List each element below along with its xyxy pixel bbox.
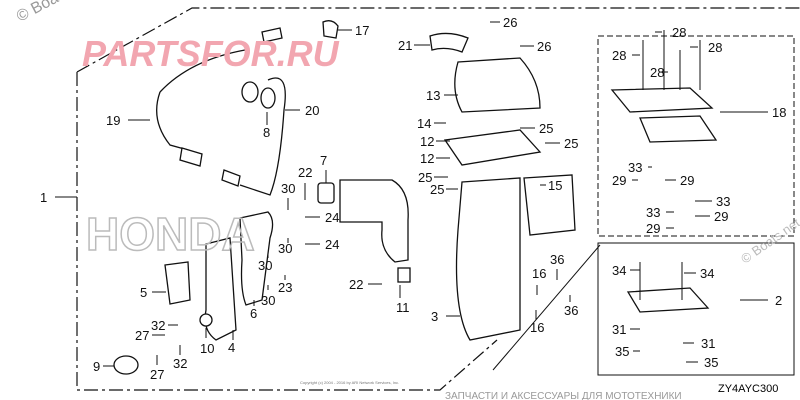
callout-30[interactable]: 30	[278, 241, 292, 256]
callout-19[interactable]: 19	[106, 113, 120, 128]
callout-16[interactable]: 16	[532, 266, 546, 281]
callout-30[interactable]: 30	[261, 293, 275, 308]
callout-25[interactable]: 25	[430, 182, 444, 197]
callout-18[interactable]: 18	[772, 105, 786, 120]
part-11-clip	[397, 267, 411, 283]
callout-7[interactable]: 7	[320, 153, 327, 168]
part-3-housing	[455, 177, 521, 341]
callout-22[interactable]: 22	[349, 277, 363, 292]
callout-24[interactable]: 24	[325, 210, 339, 225]
callout-30[interactable]: 30	[258, 258, 272, 273]
callout-33[interactable]: 33	[646, 205, 660, 220]
callout-9[interactable]: 9	[93, 359, 100, 374]
assembly-boundary	[76, 7, 800, 391]
callout-29[interactable]: 29	[680, 173, 694, 188]
callout-11[interactable]: 11	[396, 300, 410, 315]
callout-35[interactable]: 35	[704, 355, 718, 370]
callout-34[interactable]: 34	[700, 266, 714, 281]
callout-29[interactable]: 29	[612, 173, 626, 188]
watermark-honda: HONDA	[86, 208, 255, 260]
part-8-grommet-b	[260, 87, 276, 109]
leader-boundary	[492, 244, 601, 371]
callout-25[interactable]: 25	[418, 170, 432, 185]
part-15-plate	[523, 174, 576, 236]
part-11-insulator	[339, 179, 409, 263]
callout-4[interactable]: 4	[228, 340, 235, 355]
callout-28[interactable]: 28	[672, 25, 686, 40]
callout-26[interactable]: 26	[537, 39, 551, 54]
callout-12[interactable]: 12	[420, 151, 434, 166]
callout-36[interactable]: 36	[550, 252, 564, 267]
part-6-lever	[239, 211, 274, 306]
part-19-connector	[179, 147, 203, 167]
callout-20[interactable]: 20	[305, 103, 319, 118]
part-13-cover	[454, 57, 541, 113]
callout-13[interactable]: 13	[426, 88, 440, 103]
watermark-ru-site: PARTSFOR.RU	[82, 33, 340, 74]
callout-5[interactable]: 5	[140, 285, 147, 300]
part-18-gasket	[610, 87, 714, 113]
callout-22[interactable]: 22	[298, 165, 312, 180]
callout-30[interactable]: 30	[281, 181, 295, 196]
callout-15[interactable]: 15	[548, 178, 562, 193]
part-5-bracket	[164, 261, 191, 305]
copyright-note: Copyright (c) 2004 - 2016 by ARI Network…	[300, 380, 399, 385]
callout-31[interactable]: 31	[612, 322, 626, 337]
part-21-plate	[429, 32, 469, 53]
mount-group-box	[597, 242, 795, 376]
callout-17[interactable]: 17	[355, 23, 369, 38]
callout-26[interactable]: 26	[503, 15, 517, 30]
callout-36[interactable]: 36	[564, 303, 578, 318]
part-10-washer	[199, 313, 213, 327]
callout-21[interactable]: 21	[398, 38, 412, 53]
callout-27[interactable]: 27	[135, 328, 149, 343]
callout-35[interactable]: 35	[615, 344, 629, 359]
callout-14[interactable]: 14	[417, 116, 431, 131]
part-9-cap	[113, 355, 139, 375]
diagram-code: ZY4AYC300	[718, 383, 778, 395]
callout-16[interactable]: 16	[530, 320, 544, 335]
part-20-harness	[239, 77, 286, 196]
watermark-boats-top: © Boats.net	[14, 0, 96, 26]
part-8-grommet-a	[241, 81, 259, 103]
callout-24[interactable]: 24	[325, 237, 339, 252]
part-17-clip	[322, 20, 339, 39]
part-20-connector	[221, 169, 241, 187]
bolts	[639, 30, 701, 300]
part-19-harness	[156, 27, 283, 151]
callout-29[interactable]: 29	[714, 209, 728, 224]
callout-1[interactable]: 1	[40, 190, 47, 205]
watermark-boats-side: © Boats.net	[738, 215, 800, 267]
callout-33[interactable]: 33	[716, 194, 730, 209]
callout-25[interactable]: 25	[539, 121, 553, 136]
callout-32[interactable]: 32	[151, 318, 165, 333]
part-12-gasket	[443, 129, 542, 166]
callout-10[interactable]: 10	[200, 341, 214, 356]
part-2-mount	[626, 287, 710, 313]
callout-3[interactable]: 3	[431, 309, 438, 324]
watermark-ru-text: ЗАПЧАСТИ И АКСЕССУАРЫ ДЛЯ МОТОТЕХНИКИ	[445, 391, 682, 400]
callout-6[interactable]: 6	[250, 306, 257, 321]
callout-23[interactable]: 23	[278, 280, 292, 295]
callout-33[interactable]: 33	[628, 160, 642, 175]
callout-2[interactable]: 2	[775, 293, 782, 308]
callout-12[interactable]: 12	[420, 134, 434, 149]
callout-28[interactable]: 28	[612, 48, 626, 63]
callout-34[interactable]: 34	[612, 263, 626, 278]
callout-25[interactable]: 25	[564, 136, 578, 151]
part-7-grommet	[317, 182, 335, 204]
callout-32[interactable]: 32	[173, 356, 187, 371]
callout-27[interactable]: 27	[150, 367, 164, 382]
callout-31[interactable]: 31	[701, 336, 715, 351]
callout-28[interactable]: 28	[708, 40, 722, 55]
part-18-plate	[639, 115, 718, 143]
callout-8[interactable]: 8	[263, 125, 270, 140]
callout-29[interactable]: 29	[646, 221, 660, 236]
callout-28[interactable]: 28	[650, 65, 664, 80]
part-4-arm	[204, 237, 237, 341]
